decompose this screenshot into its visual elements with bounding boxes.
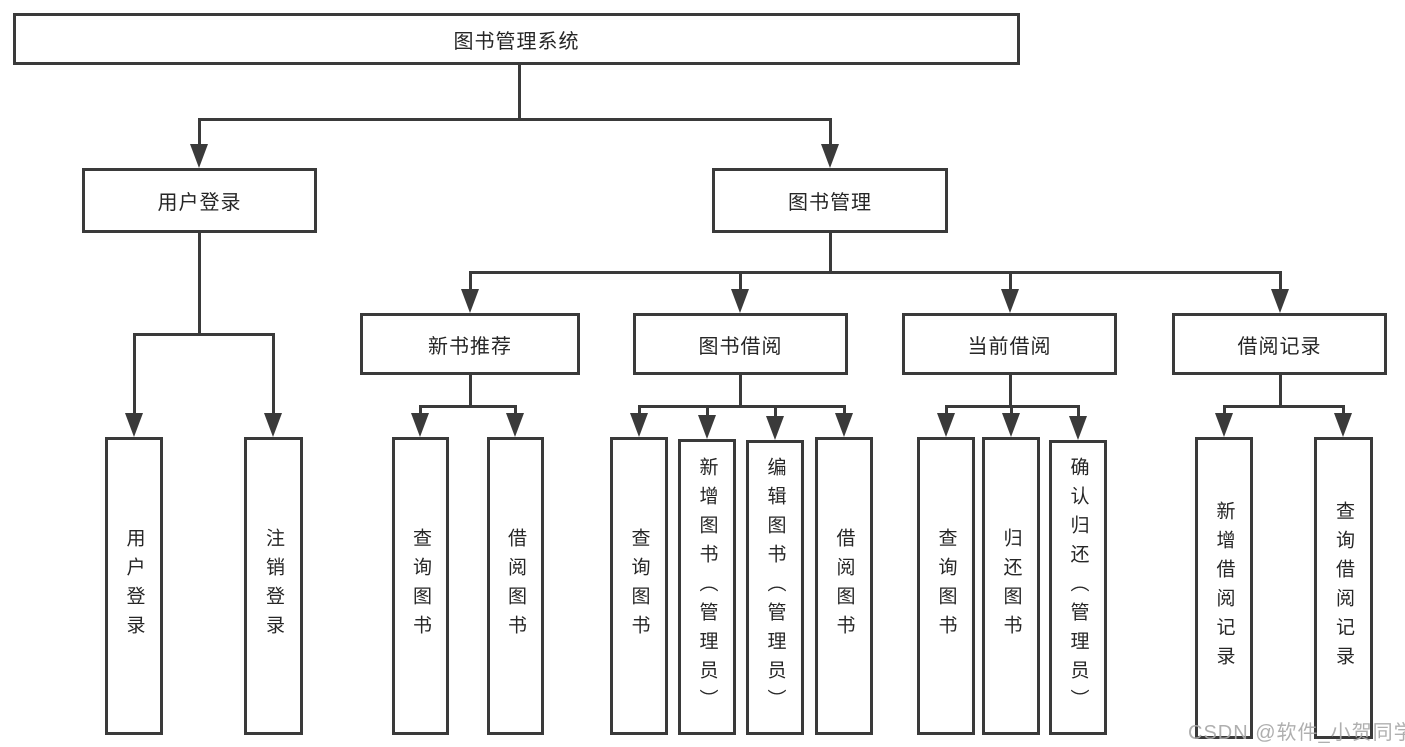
connector-line xyxy=(1008,274,1012,291)
arrowhead xyxy=(411,413,429,437)
arrowhead xyxy=(1069,416,1087,440)
connector-line xyxy=(418,405,517,408)
connector-line xyxy=(513,408,517,415)
arrowhead xyxy=(821,144,839,168)
connector-line xyxy=(1008,375,1012,408)
leaf-label: 用户登录 xyxy=(123,528,145,644)
connector-line xyxy=(132,336,136,415)
connector-line xyxy=(1278,274,1282,291)
leaf-label: 借阅图书 xyxy=(833,528,855,644)
leaf-logout: 注销登录 xyxy=(244,437,303,735)
leaf-label: 借阅图书 xyxy=(505,528,526,644)
arrowhead xyxy=(125,413,143,437)
node-book-management-system: 图书管理系统 xyxy=(13,13,1020,65)
arrowhead xyxy=(698,415,716,439)
connector-line xyxy=(418,408,422,415)
connector-line xyxy=(132,333,275,336)
arrowhead xyxy=(1215,413,1233,437)
arrowhead xyxy=(835,413,853,437)
leaf-add-borrow-record: 新增借阅记录 xyxy=(1195,437,1253,739)
node-label: 借阅记录 xyxy=(1237,335,1322,358)
leaf-query-books: 查询图书 xyxy=(610,437,668,735)
node-book-borrowing: 图书借阅 xyxy=(633,313,848,375)
node-label: 图书管理系统 xyxy=(453,30,580,53)
arrowhead xyxy=(731,289,749,313)
connector-line xyxy=(637,408,641,415)
leaf-query-books: 查询图书 xyxy=(392,437,449,735)
connector-line xyxy=(1341,408,1345,415)
connector-line xyxy=(944,408,948,415)
leaf-borrow-books: 借阅图书 xyxy=(815,437,873,735)
arrowhead xyxy=(766,416,784,440)
connector-line xyxy=(738,274,742,291)
leaf-label: 编辑图书（管理员） xyxy=(764,457,786,718)
connector-line xyxy=(828,233,832,274)
arrowhead xyxy=(630,413,648,437)
node-new-book-recommend: 新书推荐 xyxy=(360,313,580,375)
node-current-borrowing: 当前借阅 xyxy=(902,313,1117,375)
leaf-label: 查询图书 xyxy=(410,528,431,644)
connector-line xyxy=(468,375,472,408)
node-label: 当前借阅 xyxy=(967,335,1052,358)
node-label: 用户登录 xyxy=(157,192,242,214)
leaf-add-books-admin: 新增图书（管理员） xyxy=(678,439,736,735)
arrowhead xyxy=(1002,413,1020,437)
leaf-label: 查询图书 xyxy=(628,528,650,644)
connector-line xyxy=(468,274,472,291)
arrowhead xyxy=(190,144,208,168)
leaf-label: 新增借阅记录 xyxy=(1213,501,1235,675)
connector-line xyxy=(828,121,832,146)
node-book-management: 图书管理 xyxy=(712,168,948,233)
leaf-borrow-books: 借阅图书 xyxy=(487,437,544,735)
connector-line xyxy=(271,336,275,415)
leaf-label: 确认归还（管理员） xyxy=(1067,457,1089,718)
node-user-login: 用户登录 xyxy=(82,168,317,233)
leaf-label: 查询图书 xyxy=(935,528,957,644)
connector-line xyxy=(468,271,1282,274)
leaf-label: 归还图书 xyxy=(1000,528,1022,644)
connector-line xyxy=(738,375,742,408)
connector-line xyxy=(705,408,709,417)
connector-line xyxy=(637,405,846,408)
arrowhead xyxy=(506,413,524,437)
leaf-label: 注销登录 xyxy=(263,528,284,644)
connector-line xyxy=(842,408,846,415)
arrowhead xyxy=(264,413,282,437)
connector-line xyxy=(1076,408,1080,418)
leaf-label: 查询借阅记录 xyxy=(1333,501,1354,675)
connector-line xyxy=(1222,405,1345,408)
leaf-label: 新增图书（管理员） xyxy=(696,456,718,718)
arrowhead xyxy=(1001,289,1019,313)
leaf-confirm-return-admin: 确认归还（管理员） xyxy=(1049,440,1107,735)
connector-line xyxy=(944,405,1080,408)
arrowhead xyxy=(937,413,955,437)
leaf-return-books: 归还图书 xyxy=(982,437,1040,735)
node-borrowing-records: 借阅记录 xyxy=(1172,313,1387,375)
connector-line xyxy=(1009,408,1013,415)
arrowhead xyxy=(461,289,479,313)
node-label: 新书推荐 xyxy=(428,335,512,358)
connector-line xyxy=(197,233,201,336)
leaf-user-login: 用户登录 xyxy=(105,437,163,735)
connector-line xyxy=(197,118,832,121)
connector-line xyxy=(517,65,521,121)
leaf-query-books: 查询图书 xyxy=(917,437,975,735)
leaf-query-borrow-record: 查询借阅记录 xyxy=(1314,437,1373,739)
node-label: 图书借阅 xyxy=(698,335,783,358)
arrowhead xyxy=(1334,413,1352,437)
node-label: 图书管理 xyxy=(788,192,872,214)
arrowhead xyxy=(1271,289,1289,313)
connector-line xyxy=(1222,408,1226,415)
csdn-watermark: CSDN @软件_小贺同学 xyxy=(1188,722,1405,744)
connector-line xyxy=(773,408,777,418)
leaf-edit-books-admin: 编辑图书（管理员） xyxy=(746,440,804,735)
connector-line xyxy=(197,121,201,146)
connector-line xyxy=(1278,375,1282,408)
